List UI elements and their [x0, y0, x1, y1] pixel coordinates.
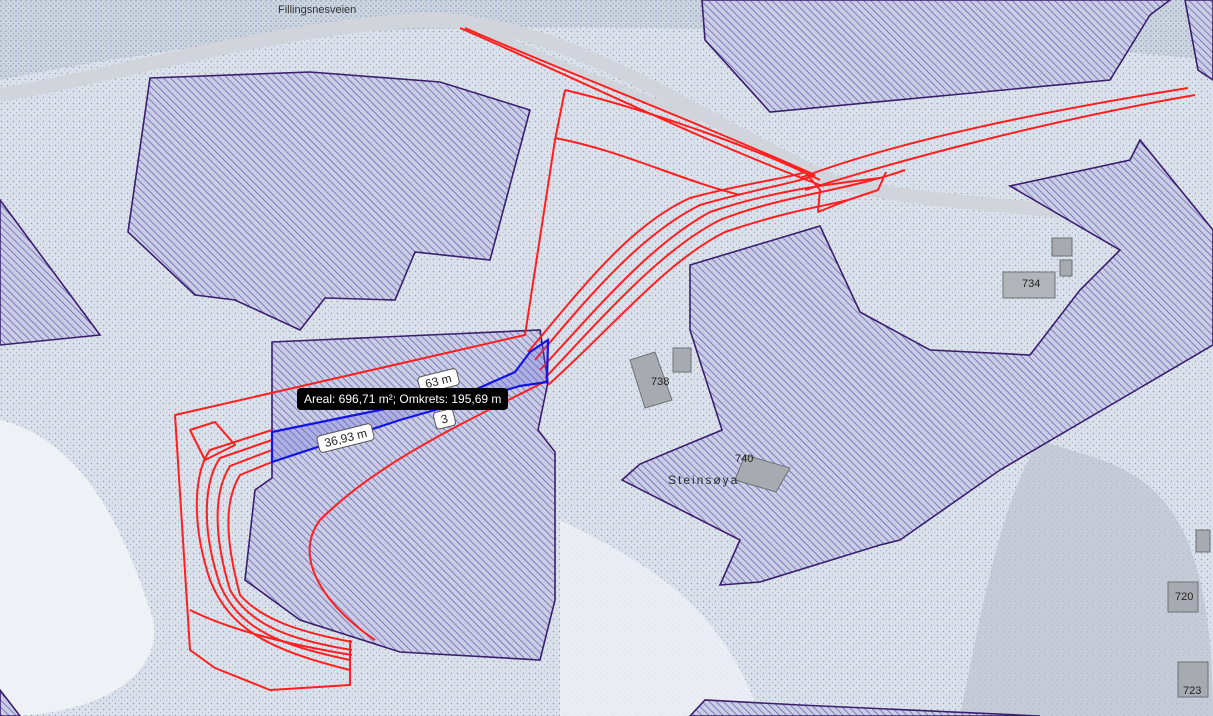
protected-area-ne[interactable] — [701, 0, 1172, 113]
building-723[interactable]: 723 — [1177, 661, 1209, 698]
building-edge[interactable] — [1195, 529, 1211, 553]
red-curve-4[interactable] — [227, 461, 353, 643]
red-curve-2[interactable] — [205, 439, 351, 661]
red-corridor-line-1[interactable] — [544, 169, 906, 379]
road-main[interactable] — [0, 12, 1111, 222]
red-corridor-line-2[interactable] — [539, 177, 881, 371]
red-corridor-line-4[interactable] — [527, 171, 806, 353]
svg-text:720: 720 — [1175, 591, 1193, 603]
road-name-label: Fillingsnesveien — [278, 4, 356, 16]
red-curve-5[interactable] — [189, 609, 353, 656]
svg-text:723: 723 — [1183, 685, 1201, 697]
red-inner-boundary[interactable] — [308, 379, 549, 641]
protected-area-w[interactable] — [0, 198, 102, 346]
red-curve-1[interactable] — [195, 429, 351, 671]
red-corridor-line-3[interactable] — [534, 174, 816, 361]
open-area-sw — [0, 420, 155, 716]
red-boundary-outer[interactable] — [174, 89, 566, 691]
red-road-line-5[interactable] — [799, 87, 1189, 179]
protected-area-nw[interactable] — [127, 71, 531, 331]
svg-text:738: 738 — [651, 376, 669, 388]
building-738[interactable]: 738 — [629, 347, 692, 409]
building-740[interactable]: 740 — [734, 453, 791, 493]
red-small-area[interactable] — [189, 421, 236, 461]
red-road-line-3[interactable] — [564, 89, 821, 181]
red-road-line-6[interactable] — [804, 94, 1196, 191]
plan-lines — [174, 27, 1196, 691]
buildings: 734 738 740 720 723 — [629, 237, 1211, 698]
building-734[interactable]: 734 — [1002, 237, 1073, 299]
svg-text:734: 734 — [1022, 278, 1040, 290]
road-branch[interactable] — [458, 14, 702, 124]
protected-area-ne-corner[interactable] — [1184, 0, 1213, 81]
measurement-tooltip: Areal: 696,71 m²; Omkrets: 195,69 m — [297, 388, 509, 410]
red-road-line-4[interactable] — [554, 137, 741, 196]
red-road-line-2[interactable] — [459, 27, 821, 186]
red-junction[interactable] — [804, 171, 887, 213]
red-road-line-1[interactable] — [464, 27, 816, 176]
protected-area-sw-corner[interactable] — [0, 688, 22, 716]
red-curve-3[interactable] — [216, 449, 353, 651]
red-corridor-line-5[interactable] — [547, 199, 849, 386]
place-name-label: Steinsøya — [668, 473, 739, 487]
building-720[interactable]: 720 — [1167, 581, 1199, 613]
open-area-s — [560, 520, 760, 716]
terrain-se — [960, 440, 1213, 716]
protected-area-south[interactable] — [688, 699, 1041, 716]
svg-text:740: 740 — [735, 453, 753, 465]
